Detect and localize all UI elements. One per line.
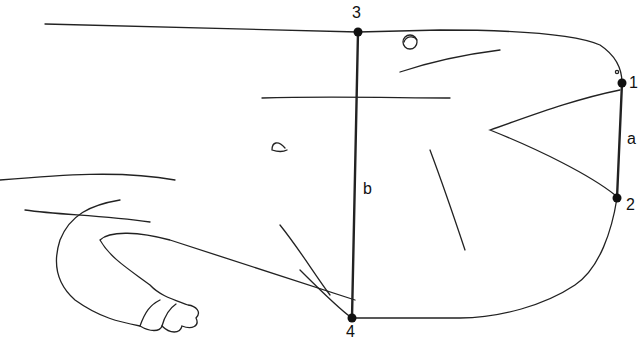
callout-number: 3 xyxy=(352,4,361,22)
body-line xyxy=(25,210,150,222)
mouth-lines xyxy=(490,90,620,195)
measure-point xyxy=(348,314,357,323)
callout-number: 4 xyxy=(346,323,355,341)
fold-line xyxy=(280,225,330,295)
callout-number: 1 xyxy=(629,74,638,92)
measure-point xyxy=(618,79,627,88)
measure-point xyxy=(613,194,622,203)
claws xyxy=(140,300,176,326)
dimension-label: b xyxy=(363,180,372,198)
back-outline xyxy=(45,24,622,83)
eye-lid xyxy=(404,37,417,42)
measure-point xyxy=(354,28,363,37)
dimension-label: a xyxy=(627,130,636,148)
measure-line-a xyxy=(617,83,622,198)
neck-line xyxy=(430,150,465,250)
jaw-belly-outline xyxy=(300,198,617,318)
measure-line-b xyxy=(352,32,358,318)
callout-number: 2 xyxy=(626,196,635,214)
fore-limb xyxy=(56,200,355,332)
eye xyxy=(403,35,417,49)
cheek-line xyxy=(400,50,500,72)
nostril xyxy=(615,70,618,73)
ear xyxy=(272,143,287,152)
body-line xyxy=(0,174,175,180)
